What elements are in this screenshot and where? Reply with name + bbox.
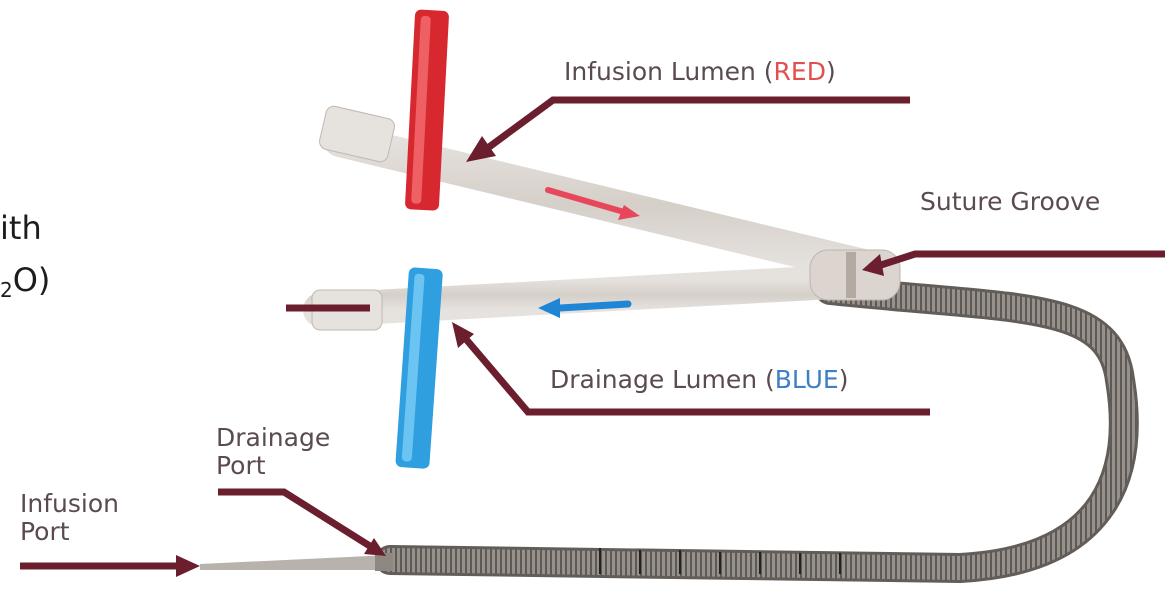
label-infusion-lumen: Infusion Lumen (RED) (564, 58, 836, 86)
label-blue-accent: BLUE (775, 365, 839, 394)
pointer-infusion-lumen (466, 100, 910, 162)
side-text-line1: ith (0, 212, 42, 244)
label-infusion-port-line2: Port (20, 518, 119, 546)
cannula-tip (200, 555, 390, 570)
pointer-infusion-port (20, 555, 200, 577)
label-drainage-port-line2: Port (216, 452, 330, 480)
label-drainage-port: Drainage Port (216, 424, 330, 479)
label-suture-groove: Suture Groove (920, 188, 1100, 216)
label-red-accent: RED (774, 57, 826, 86)
subscript-2: 2 (0, 278, 13, 302)
pointer-suture-groove (862, 254, 1165, 276)
pointer-drainage-port (218, 492, 386, 556)
cannula-coil-body (390, 290, 1124, 568)
label-infusion-port-line1: Infusion (20, 490, 119, 518)
cannula-coil-texture (390, 290, 1124, 568)
infusion-connector (318, 105, 396, 164)
label-infusion-port: Infusion Port (20, 490, 119, 545)
label-drainage-port-line1: Drainage (216, 424, 330, 452)
label-drainage-lumen: Drainage Lumen (BLUE) (550, 366, 848, 394)
side-text-line2: 2O) (0, 264, 50, 300)
